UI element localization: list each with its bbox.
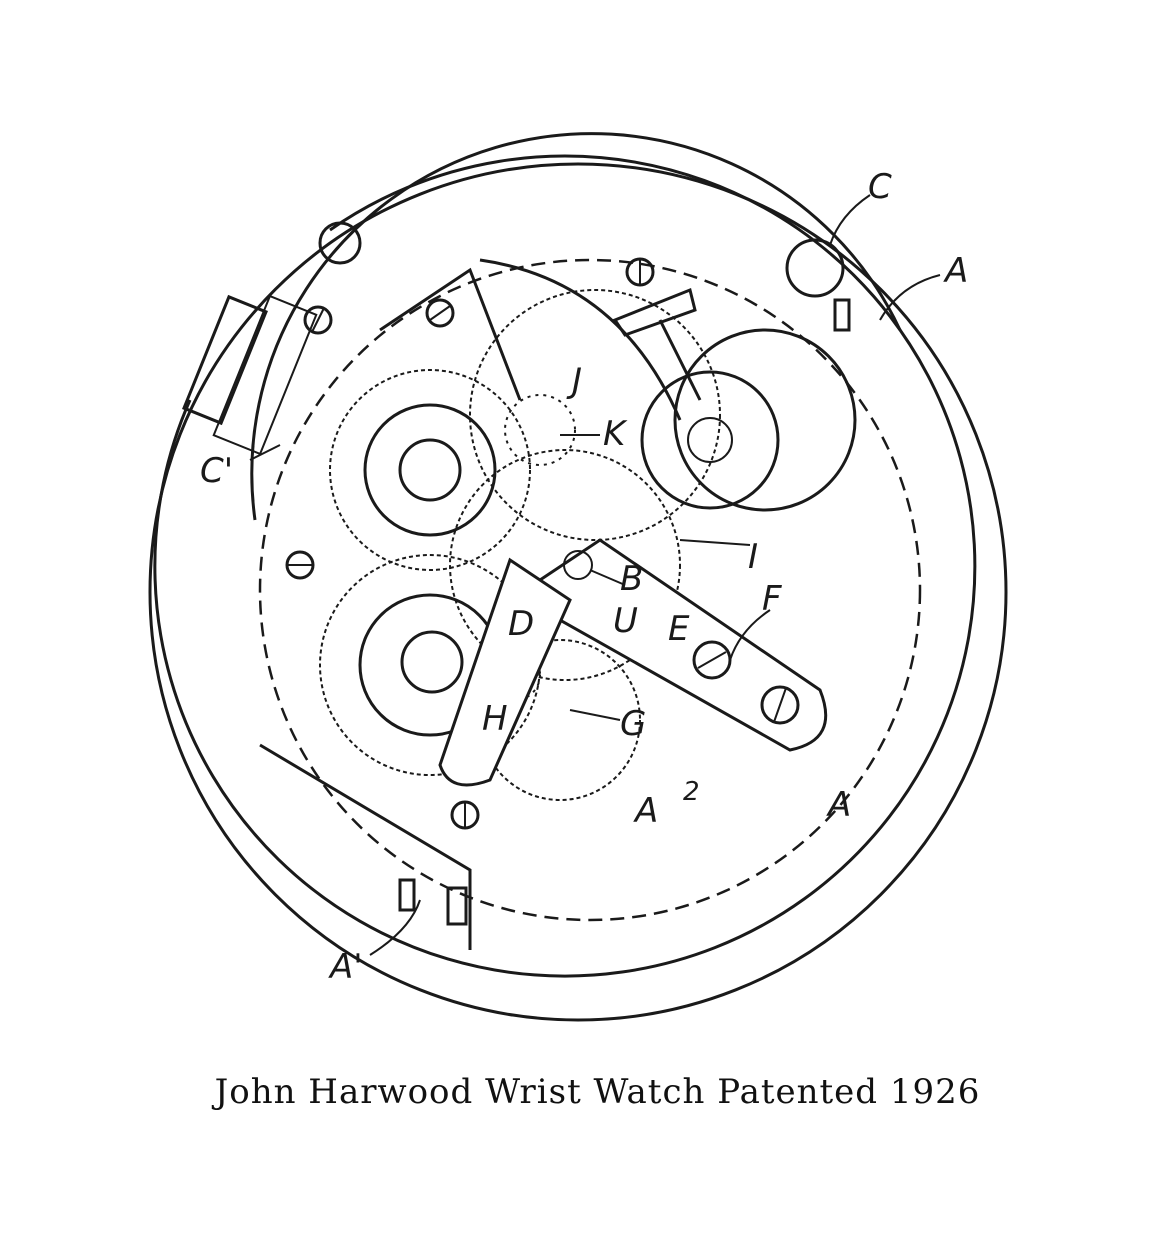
inner-case-ring [153, 154, 977, 978]
gear-g [479, 639, 641, 801]
gear-upper-left [329, 369, 531, 571]
regulator-scale [612, 287, 697, 337]
gear-upper-left-arbor [398, 438, 462, 502]
figure-caption: John Harwood Wrist Watch Patented 1926 [214, 1072, 981, 1112]
label-e: E [668, 609, 690, 649]
label-g: G [620, 704, 646, 744]
label-a-bottom: A [826, 785, 851, 825]
label-f: F [762, 579, 782, 619]
label-b: B [620, 559, 643, 599]
pin-a1 [398, 878, 416, 912]
lever-d [438, 557, 572, 787]
gear-top-center [469, 289, 721, 541]
screws [285, 257, 800, 830]
gear-upper-left-hub [363, 403, 497, 537]
lever-e [538, 538, 828, 752]
screw-lower-left [400, 630, 464, 694]
lower-bridge [259, 743, 472, 950]
label-a1: A' [328, 947, 363, 987]
label-d: D [508, 604, 534, 644]
label-j: J [566, 361, 582, 401]
label-k: K [603, 414, 628, 454]
label-i: I [748, 537, 758, 577]
bridge-arc [479, 258, 682, 421]
outer-case-ring [148, 162, 1008, 1022]
label-a2-superscript: 2 [683, 777, 700, 807]
pinion-j [504, 394, 576, 466]
pin-a1b [446, 886, 468, 926]
balance-staff [687, 417, 733, 463]
dashed-plate-outline [258, 258, 922, 922]
screw-top-left [318, 221, 362, 265]
bridge-top-left [379, 267, 522, 401]
plate-edge [250, 132, 902, 521]
leader-lines [249, 194, 941, 956]
rack-slide [212, 294, 318, 456]
crown-c [785, 238, 845, 298]
label-c-top: C [868, 167, 892, 207]
gear-center [449, 449, 681, 681]
balance-wheel [640, 370, 780, 510]
label-a-top: A [943, 251, 968, 291]
rack-c1 [182, 294, 268, 426]
label-a2: A [633, 791, 658, 831]
pivot-b [563, 550, 593, 580]
label-c1: C' [200, 451, 233, 491]
label-u: U [613, 601, 638, 641]
pinion-h [489, 649, 541, 701]
regulator-arm [658, 319, 702, 401]
balance-spring-outline [673, 328, 857, 512]
label-h: H [482, 699, 508, 739]
stem-a [833, 298, 851, 332]
